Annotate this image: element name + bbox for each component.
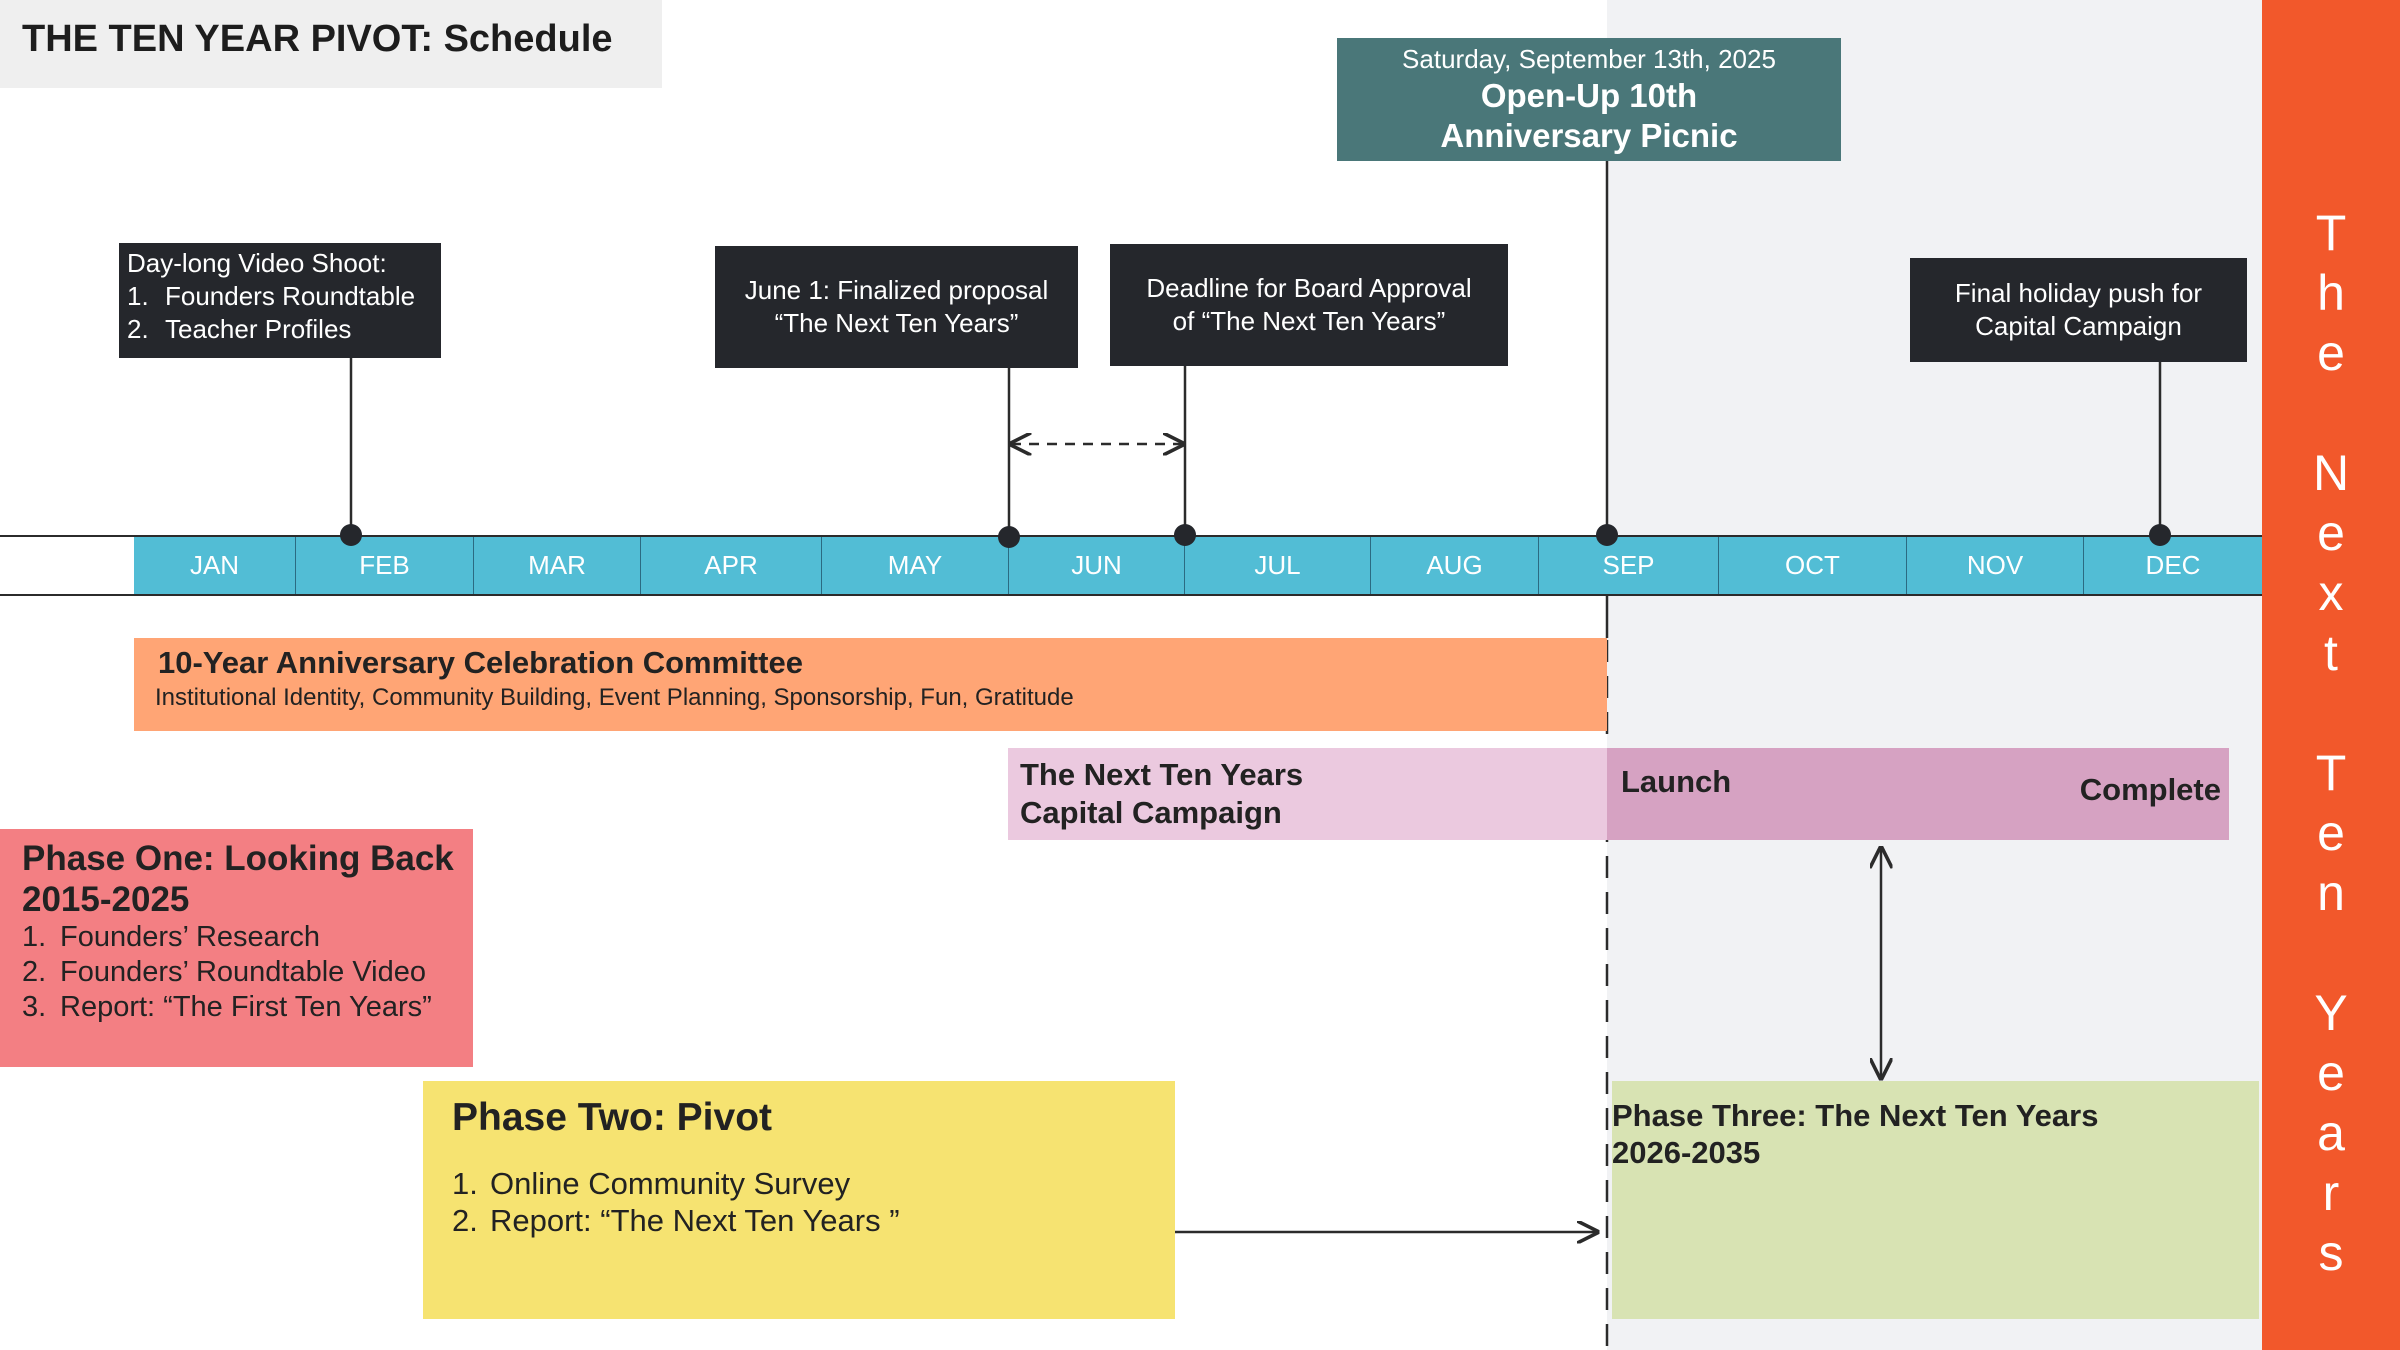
list-number: 1. [22,921,47,953]
month-aug[interactable]: AUG [1371,537,1539,594]
banner-text: The Next Ten Years [2303,205,2359,1285]
callout-line: “The Next Ten Years” [774,308,1019,338]
list-text: Online Community Survey [490,1166,851,1201]
month-jul[interactable]: JUL [1185,537,1371,594]
phase-one-title-line2: 2015-2025 [22,880,190,919]
celebration-committee-bar[interactable]: 10-Year Anniversary Celebration Committe… [134,638,1607,731]
list-item: 2. Report: “The Next Ten Years ” [452,1202,1175,1239]
campaign-title-line1: The Next Ten Years [1020,757,1304,792]
list-text: Founders Roundtable [165,281,416,311]
video-shoot-item: 1. Founders Roundtable [127,280,441,313]
callout-line: of “The Next Ten Years” [1172,306,1446,336]
list-item: 2. Founders’ Roundtable Video [22,955,473,990]
list-number: 3. [22,991,47,1023]
list-item: 1. Founders’ Research [22,920,473,955]
board-approval-marker [1174,524,1196,546]
phase-one-title-line1: Phase One: Looking Back [22,839,454,878]
month-jan[interactable]: JAN [134,537,296,594]
event-name-line2: Anniversary Picnic [1440,117,1738,154]
list-text: Report: “The First Ten Years” [60,991,432,1023]
list-item: 1. Online Community Survey [452,1165,1175,1202]
capital-campaign-active-bar[interactable]: Launch Complete [1607,748,2229,840]
event-date: Saturday, September 13th, 2025 [1402,44,1776,74]
video-shoot-marker [340,524,362,546]
callout-line: Final holiday push for [1954,278,2203,308]
list-text: Founders’ Research [60,921,321,953]
page-title: THE TEN YEAR PIVOT: Schedule [0,0,662,88]
holiday-push-marker [2149,524,2171,546]
phase-two-box[interactable]: Phase Two: Pivot 1. Online Community Surv… [423,1081,1175,1319]
timeline-axis-lead [0,535,134,596]
list-text: Teacher Profiles [165,314,352,344]
month-feb[interactable]: FEB [296,537,474,594]
picnic-marker [1596,524,1618,546]
list-number: 1. [127,281,149,311]
phase-three-title-line2: 2026-2035 [1612,1135,1761,1170]
list-text: Founders’ Roundtable Video [60,956,426,988]
board-approval-callout[interactable]: Deadline for Board Approval of “The Next… [1110,244,1508,366]
month-mar[interactable]: MAR [474,537,641,594]
list-text: Report: “The Next Ten Years ” [490,1203,900,1238]
committee-subtitle: Institutional Identity, Community Buildi… [155,684,1074,711]
next-ten-years-banner: The Next Ten Years [2262,0,2400,1350]
month-sep[interactable]: SEP [1539,537,1719,594]
list-number: 2. [127,314,149,344]
callout-line: Capital Campaign [1975,311,2182,341]
list-number: 2. [22,956,47,988]
campaign-launch-label: Launch [1621,764,1732,799]
video-shoot-item: 2. Teacher Profiles [127,313,441,346]
committee-title: 10-Year Anniversary Celebration Committe… [158,645,803,680]
video-shoot-title: Day-long Video Shoot: [127,248,387,278]
campaign-complete-label: Complete [2079,772,2221,807]
event-name-line1: Open-Up 10th [1480,77,1698,114]
month-may[interactable]: MAY [822,537,1009,594]
phase-two-title: Phase Two: Pivot [452,1096,772,1139]
list-number: 2. [452,1203,478,1238]
callout-line: Deadline for Board Approval [1146,273,1472,303]
month-nov[interactable]: NOV [1907,537,2084,594]
phase-three-title-line1: Phase Three: The Next Ten Years [1612,1098,2099,1133]
video-shoot-callout[interactable]: Day-long Video Shoot: 1. Founders Roundta… [119,243,441,358]
anniversary-picnic-event[interactable]: Saturday, September 13th, 2025 Open-Up 1… [1337,38,1841,161]
june-proposal-callout[interactable]: June 1: Finalized proposal “The Next Ten… [715,246,1078,368]
campaign-title-line2: Capital Campaign [1020,795,1282,830]
month-oct[interactable]: OCT [1719,537,1907,594]
month-jun[interactable]: JUN [1009,537,1185,594]
phase-three-box[interactable]: Phase Three: The Next Ten Years 2026-203… [1612,1081,2259,1319]
capital-campaign-bar[interactable]: The Next Ten Years Capital Campaign [1008,748,1607,840]
phase-one-box[interactable]: Phase One: Looking Back 2015-2025 1. Foun… [0,829,473,1067]
month-apr[interactable]: APR [641,537,822,594]
list-item: 3. Report: “The First Ten Years” [22,990,473,1025]
month-dec[interactable]: DEC [2145,550,2201,580]
holiday-push-callout[interactable]: Final holiday push for Capital Campaign [1910,258,2247,362]
timeline-axis: JAN FEB MAR APR MAY JUN JUL AUG SEP OCT … [134,535,2262,596]
callout-line: June 1: Finalized proposal [744,275,1049,305]
list-number: 1. [452,1166,478,1201]
june-proposal-marker [998,526,1020,548]
